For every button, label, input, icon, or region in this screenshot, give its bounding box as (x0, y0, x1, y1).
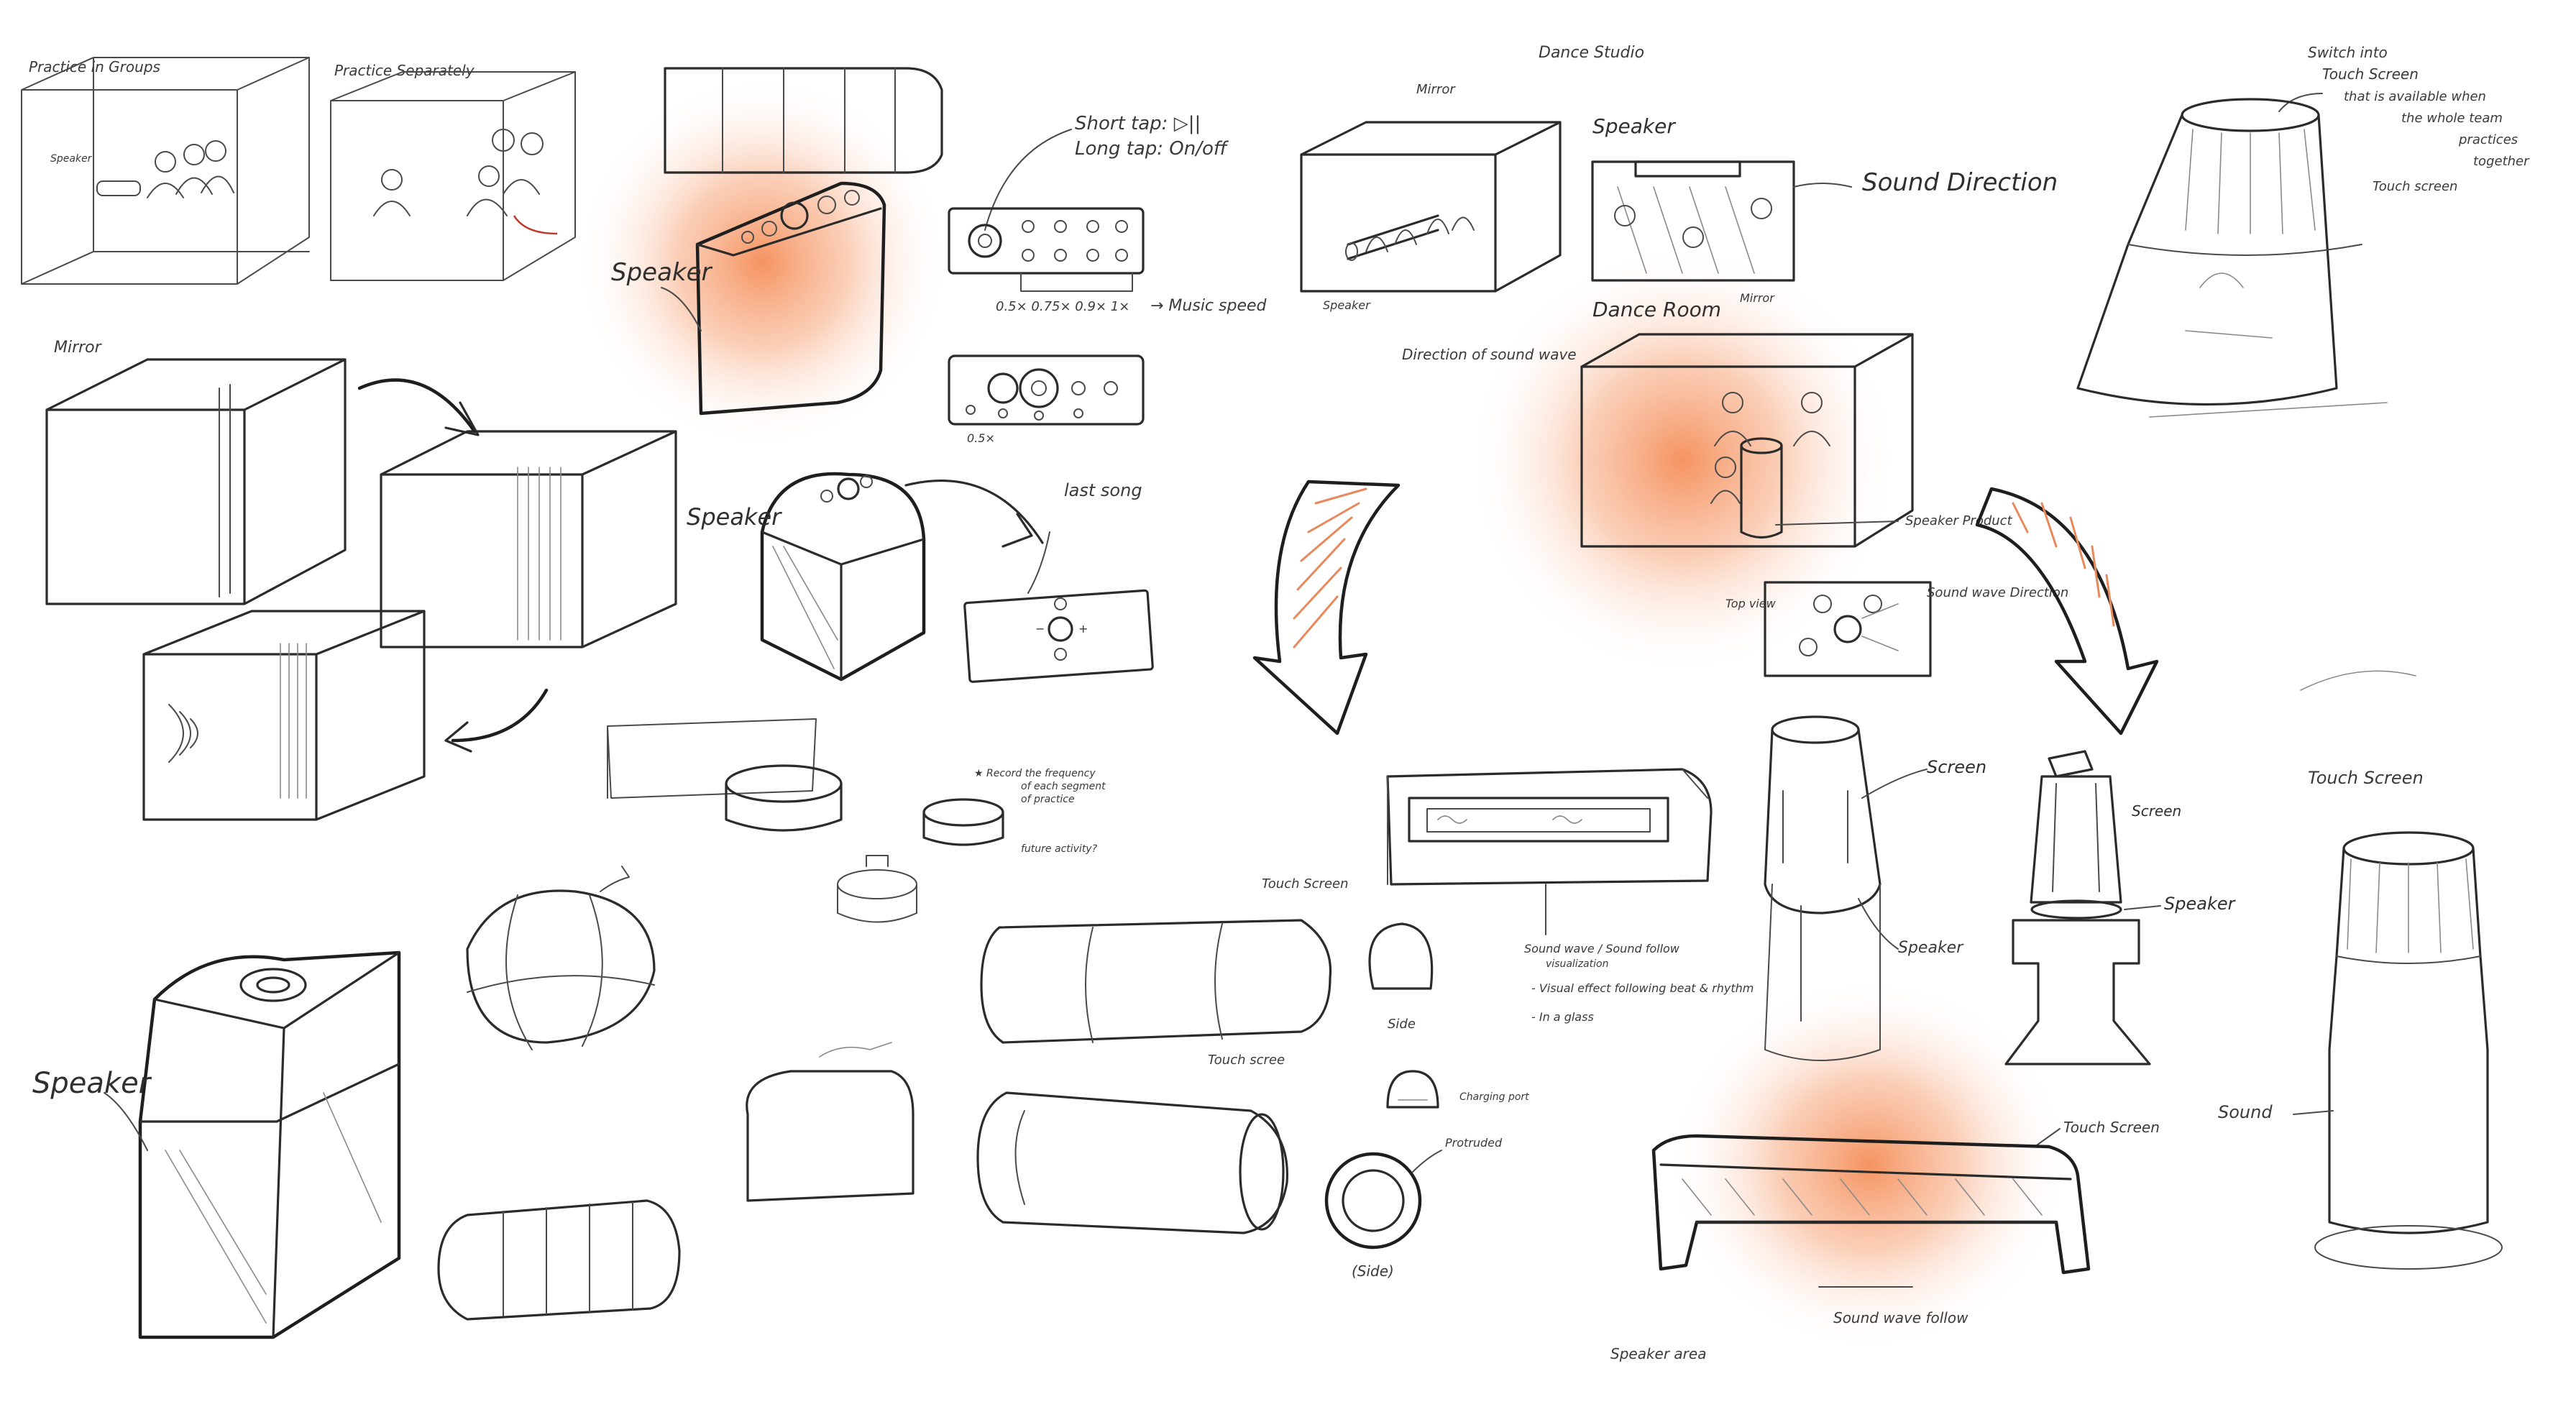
svg-text:+: + (1078, 622, 1088, 636)
protruded-label: Protruded (1445, 1136, 1503, 1150)
sound-visualization-box-sketch: Sound wave / Sound follow visualization … (1386, 768, 1754, 1024)
speaker-box-with-buttons: Speaker (611, 181, 886, 416)
bottle-speaker-sketch: Touch Screen Sound (2218, 768, 2503, 1270)
mirror-room-label: Mirror (1740, 291, 1775, 305)
record-note-1: ★ Record the frequency (974, 768, 1096, 779)
practice-separately-sketch: Practice Separately (330, 62, 576, 281)
speaker-tall-label: Speaker (1898, 939, 1964, 957)
record-note-3: of practice (1021, 794, 1075, 805)
visual-effect-label: - Visual effect following beat & rhythm (1531, 981, 1754, 995)
round-speaker-sketch: Speaker last song − + (687, 472, 1154, 683)
control-panel-sketch: Short tap: ▷|| Long tap: On/off 0.5× 0.7… (948, 113, 1268, 445)
speed-values-label: 0.5× 0.75× 0.9× 1× (996, 299, 1129, 314)
speaker-top-label: Speaker (611, 258, 713, 287)
practice-separately-label: Practice Separately (334, 62, 475, 79)
screen-2-label: Screen (2132, 802, 2181, 820)
speaker-big-label: Speaker (32, 1067, 152, 1100)
speaker-tower-label: Speaker (2164, 894, 2237, 914)
side-view-sketches: Side Charging port Protruded (Side) (1324, 922, 1529, 1280)
mirror-left-label: Mirror (54, 339, 103, 357)
dance-studio-sketch: Dance Studio Mirror Speaker Direction of… (1300, 44, 1644, 363)
top-view-label: Top view (1725, 597, 1777, 610)
practice-in-groups-label: Practice in Groups (29, 58, 160, 75)
sound-direction-label-1: Sound Direction (1862, 168, 2058, 197)
mirror-box-sketches: Mirror (45, 339, 677, 821)
speaker-area-label: Speaker area (1610, 1345, 1706, 1362)
dance-studio-label: Dance Studio (1539, 44, 1644, 62)
switch-note-5: practices (2458, 132, 2518, 147)
music-speed-label: → Music speed (1150, 297, 1268, 315)
record-note-4: future activity? (1021, 843, 1098, 855)
touch-screen-bench-label: Touch Screen (2063, 1119, 2160, 1136)
side-paren-label: (Side) (1352, 1262, 1394, 1280)
bench-speaker-sketch: Touch Screen Speaker area Sound wave fol… (1610, 1119, 2160, 1362)
tower-speaker-sketch: Screen Speaker (2004, 750, 2237, 1065)
mirror-studio-label: Mirror (1416, 82, 1456, 97)
speed-small-label: 0.5× (967, 431, 995, 445)
switch-note-1: Switch into (2308, 44, 2388, 61)
speaker-room-plan-sketch: Speaker Sound Direction Dance Room Mirro… (1591, 114, 2058, 321)
speaker-round-label: Speaker (687, 503, 782, 531)
cone-touch-screen-sketch: Switch into Touch Screen that is availab… (2076, 44, 2530, 418)
switch-note-6: together (2473, 154, 2530, 169)
last-song-label: last song (1064, 480, 1142, 500)
speaker-room-label: Speaker (1592, 114, 1676, 138)
speaker-product-label: Speaker Product (1905, 513, 2013, 528)
direction-sound-wave-label: Direction of sound wave (1402, 346, 1577, 363)
sound-wave-direction-label: Sound wave Direction (1927, 585, 2068, 600)
highlight-glow-speaker-box (575, 75, 949, 449)
screen-1-label: Screen (1927, 757, 1986, 777)
touch-screen-right-label: Touch screen (2373, 179, 2457, 194)
highlight-glow-bench (1668, 978, 2071, 1352)
transition-arrow-left (1252, 480, 1401, 735)
sound-wave-follow-bench-label: Sound wave follow (1833, 1309, 1968, 1326)
speaker-small-label: Speaker (50, 153, 93, 165)
big-speaker-sketch: Speaker (32, 950, 401, 1339)
long-tap-label: Long tap: On/off (1075, 138, 1229, 160)
bar-speaker-sketch (664, 67, 943, 174)
touch-screen-bottle-label: Touch Screen (2308, 768, 2424, 788)
sound-bottle-label: Sound (2218, 1102, 2273, 1122)
dance-room-speaker-sketch: Speaker Product Top view Sound wave Dire… (1580, 333, 2068, 677)
charging-port-label: Charging port (1459, 1091, 1529, 1103)
switch-note-3: that is available when (2344, 89, 2486, 104)
practice-in-groups-sketch: Practice in Groups Speaker (21, 57, 310, 285)
transition-arrow-right (1975, 487, 2159, 735)
dance-room-label: Dance Room (1592, 298, 1721, 321)
highlight-glow-dance-room (1467, 244, 1898, 676)
visualization-label: visualization (1546, 958, 1608, 970)
svg-text:−: − (1035, 622, 1045, 636)
switch-note-4: the whole team (2401, 111, 2503, 126)
sound-wave-follow-label: Sound wave / Sound follow (1524, 942, 1680, 955)
speaker-studio-label: Speaker (1323, 298, 1371, 312)
cone-speaker-bottom-right (2300, 670, 2416, 691)
puck-sketches: ★ Record the frequency of each segment o… (607, 718, 1106, 923)
touch-screen-tube-label: Touch scree (1208, 1053, 1285, 1068)
tube-speaker-sketches: Touch Screen Touch scree (976, 876, 1349, 1234)
short-tap-label: Short tap: ▷|| (1075, 113, 1201, 134)
record-note-2: of each segment (1021, 781, 1106, 792)
switch-note-2: Touch Screen (2322, 65, 2419, 83)
tall-screen-speaker-sketch: Screen Speaker (1764, 715, 1986, 1061)
touch-screen-mid-label: Touch Screen (1262, 876, 1349, 891)
dome-speaker-sketch (437, 866, 915, 1321)
side-label: Side (1388, 1017, 1416, 1032)
in-a-glass-label: - In a glass (1531, 1010, 1594, 1024)
